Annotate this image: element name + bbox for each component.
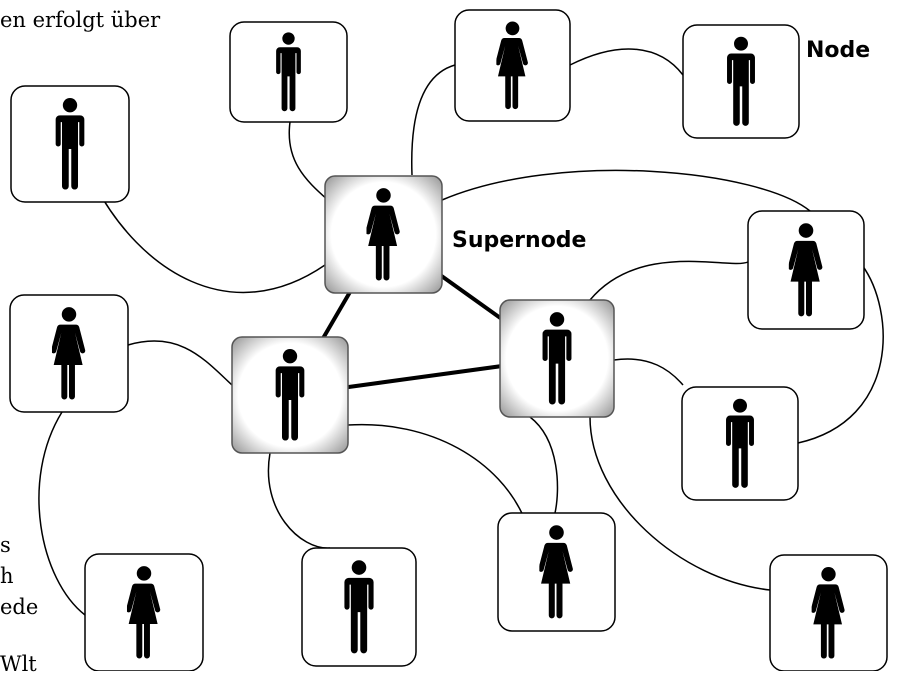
supernode-box: [324, 175, 443, 294]
node-box: [454, 9, 571, 122]
node-link-n4-s1: [288, 121, 329, 201]
supernode-box: [499, 299, 615, 418]
node-link-s2-n9: [267, 452, 331, 549]
background-text-top: en erfolgt über: [0, 8, 161, 32]
node-box: [84, 553, 204, 671]
node-link-s3-n11: [589, 416, 771, 591]
supernode-label: Supernode: [452, 228, 587, 253]
background-text-left-1: s: [0, 533, 11, 557]
node-link-s3-n6: [589, 260, 749, 301]
background-text-left-3: ede: [0, 595, 39, 619]
node-link-s1-n6: [441, 169, 811, 212]
node-box: [747, 210, 865, 330]
node-box: [681, 386, 799, 501]
node-box: [301, 547, 417, 667]
node-box: [9, 294, 129, 413]
node-link-s2-n10: [347, 423, 526, 521]
node-link-n1-s1: [94, 184, 326, 294]
background-text-left-4: Wlt: [0, 652, 37, 676]
node-link-n6-n7: [797, 264, 884, 444]
node-box: [10, 85, 130, 203]
node-link-n2-n3: [569, 48, 684, 76]
node-box: [682, 24, 800, 139]
node-link-n2-s1: [411, 64, 456, 176]
node-link-s3-n7: [613, 358, 684, 386]
node-link-n5-n8: [38, 411, 86, 616]
node-box: [769, 554, 888, 671]
node-box: [497, 512, 616, 632]
node-boxes: [9, 9, 888, 671]
node-box: [229, 21, 348, 123]
node-link-n5-s2: [127, 340, 233, 386]
supernode-box: [231, 336, 349, 454]
background-text-left-2: h: [0, 564, 14, 588]
node-link-s3-n10: [529, 416, 559, 514]
node-label: Node: [806, 38, 871, 63]
